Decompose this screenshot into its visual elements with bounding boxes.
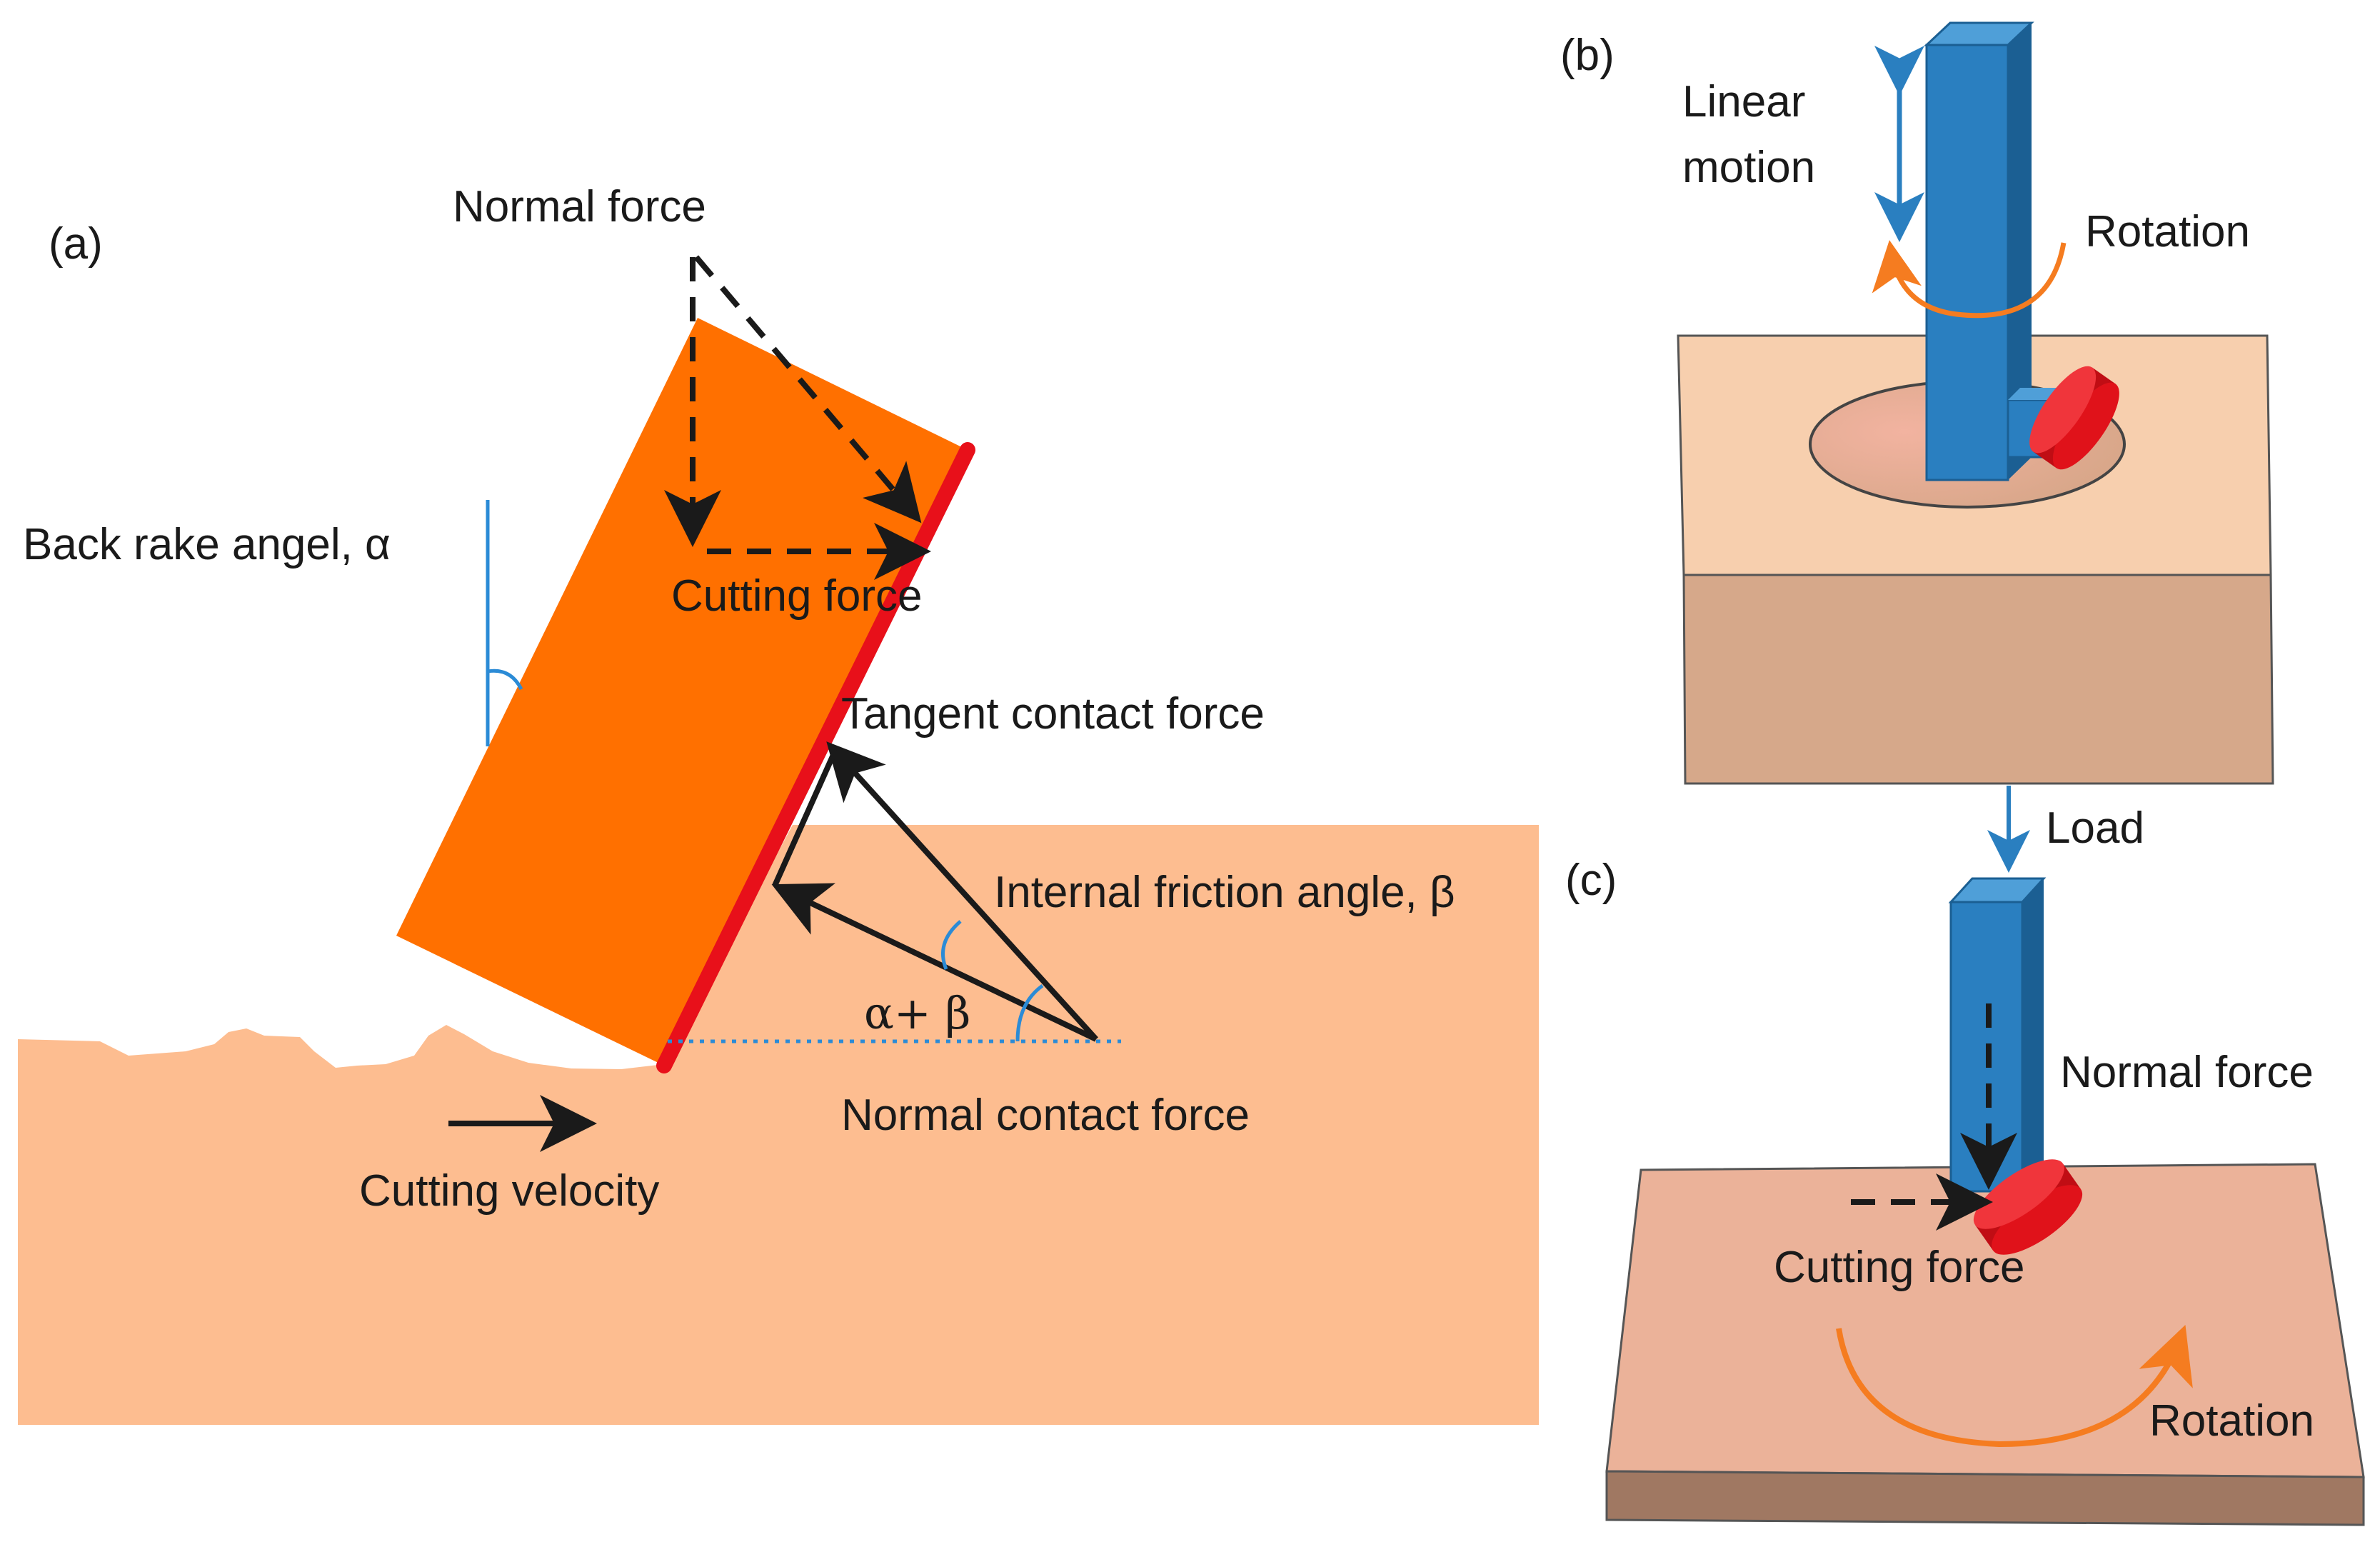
cutter-body	[396, 318, 968, 1066]
disc-cutter-c	[1973, 1159, 2083, 1255]
alpha-plus-beta-label: α+ β	[864, 987, 970, 1039]
rotation-label-c: Rotation	[2149, 1396, 2314, 1446]
normal-contact-force-label: Normal contact force	[841, 1091, 1250, 1140]
cutting-force-label: Cutting force	[671, 571, 923, 621]
cutting-velocity-label: Cutting velocity	[359, 1166, 659, 1216]
normal-force-label: Normal force	[453, 182, 706, 231]
rock-mass	[18, 825, 1539, 1425]
normal-force-label-c: Normal force	[2060, 1048, 2314, 1097]
rotation-arrow-b	[1872, 240, 2067, 319]
panel-c: (c) Normal force Cutting force Rotation	[1565, 856, 2365, 1526]
alpha-plus-beta-arc	[1015, 983, 1044, 1042]
panel-a: (a) Normal force Back rake angel, α Cutt…	[18, 182, 1539, 1425]
block-front-face	[1682, 574, 2274, 785]
panel-b: (b) Linear motion Rotation Load	[1560, 21, 2274, 873]
friction-angle-arc	[941, 920, 962, 970]
back-rake-angle-label: Back rake angel, α	[23, 520, 391, 569]
cutting-force-label-c: Cutting force	[1774, 1243, 2025, 1292]
resultant-force-arrow	[693, 255, 922, 524]
tangent-contact-force-arrow	[826, 741, 1098, 1041]
slab-front-face	[1605, 1470, 2365, 1526]
rotation-label-b: Rotation	[2085, 207, 2250, 256]
panel-b-tag: (b)	[1560, 31, 1615, 80]
contact-force-closing-line	[772, 749, 838, 887]
rod-side-face	[2008, 23, 2032, 480]
internal-friction-angle-label: Internal friction angle, β	[994, 868, 1455, 917]
back-rake-angle-arc	[487, 669, 523, 691]
rod-front-face	[1925, 44, 2009, 481]
rotation-arrow-c	[1836, 1324, 2193, 1448]
load-label: Load	[2046, 803, 2144, 853]
tangent-contact-force-label: Tangent contact force	[841, 689, 1265, 739]
normal-contact-force-arrow	[771, 883, 1098, 1042]
panel-c-tag: (c)	[1565, 856, 1617, 905]
linear-motion-label-line1: Linear	[1682, 77, 1805, 126]
rod-c-side-face	[2022, 878, 2044, 1191]
panel-a-tag: (a)	[49, 219, 103, 269]
disc-cutter-b	[2029, 366, 2119, 470]
linear-motion-label-line2: motion	[1682, 143, 1815, 192]
